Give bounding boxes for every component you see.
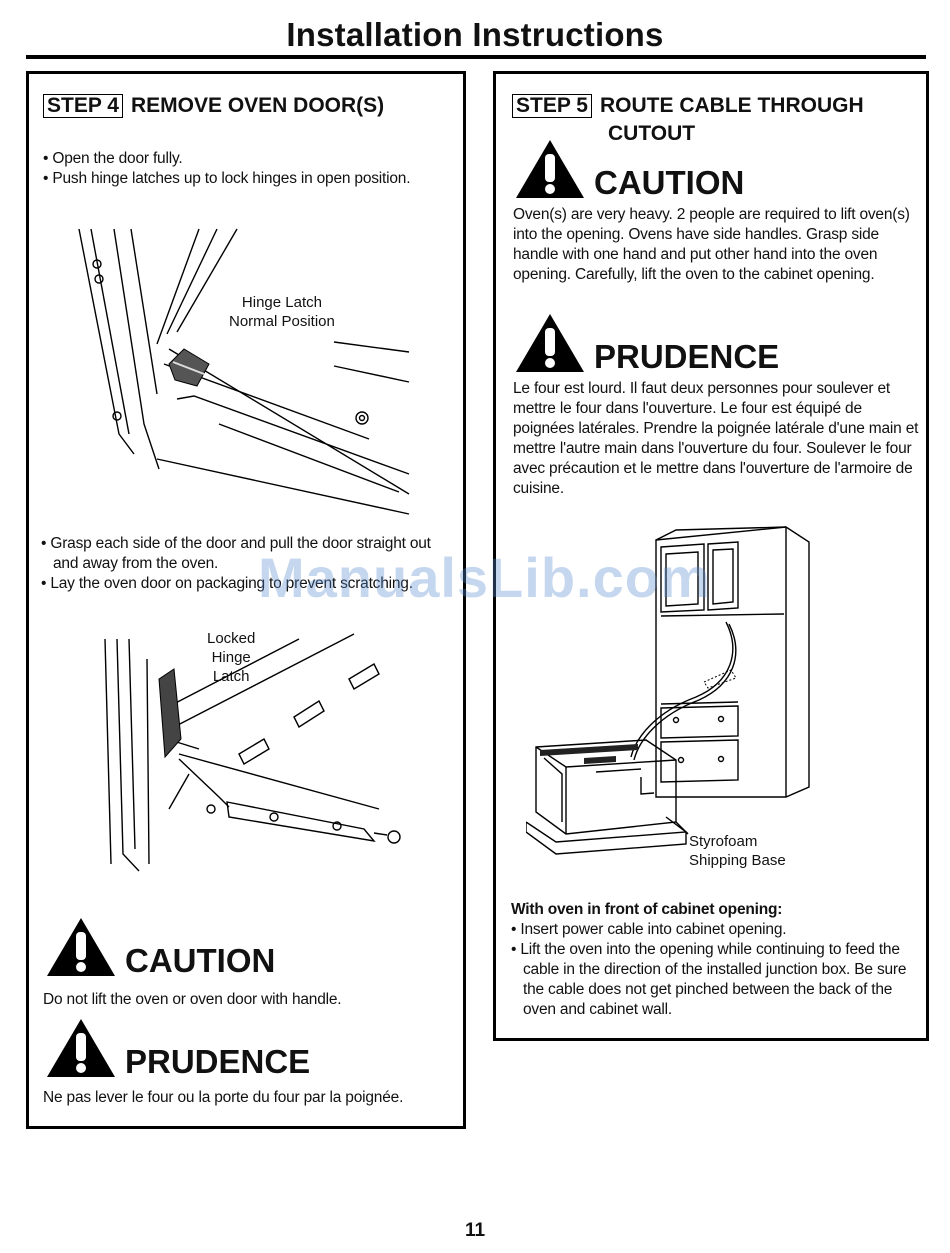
page-number: 11	[464, 1220, 486, 1241]
watermark: ManualsLib.com	[258, 546, 711, 609]
step4-prudence-heading: PRUDENCE	[45, 1017, 310, 1079]
step4-heading: STEP 4 REMOVE OVEN DOOR(S)	[43, 92, 384, 120]
locked-hinge-latch-label: Locked Hinge Latch	[207, 629, 255, 686]
list-item: • Push hinge latches up to lock hinges i…	[43, 170, 411, 187]
step5-heading: STEP 5 ROUTE CABLE THROUGH	[512, 92, 864, 120]
diagram-label-line1: Styrofoam	[689, 833, 758, 850]
step5-caution-heading: CAUTION	[514, 138, 744, 200]
step4-prudence-text: Ne pas lever le four ou la porte du four…	[43, 1089, 404, 1106]
step4-caution-text: Do not lift the oven or oven door with h…	[43, 991, 342, 1008]
page-title: Installation Instructions	[286, 16, 664, 53]
hinge-latch-normal-diagram	[78, 228, 410, 515]
list-item: • Lift the oven into the opening while c…	[511, 941, 907, 1018]
locked-hinge-latch-diagram	[104, 633, 401, 872]
step5-badge: STEP 5	[512, 94, 592, 118]
diagram-label-line2: Shipping Base	[689, 852, 786, 869]
step5-prudence-text: Le four est lourd. Il faut deux personne…	[513, 380, 919, 497]
step5-panel: STEP 5 ROUTE CABLE THROUGH CUTOUT CAUTION…	[493, 71, 929, 1041]
list-item: • Insert power cable into cabinet openin…	[511, 921, 787, 938]
step4-panel: STEP 4 REMOVE OVEN DOOR(S) • Open the doo…	[26, 71, 466, 1129]
warning-triangle-icon	[47, 918, 115, 976]
step4-badge: STEP 4	[43, 94, 123, 118]
diagram2-label-line1: Locked	[207, 630, 256, 647]
step5-subhead: With oven in front of cabinet opening:	[511, 901, 783, 918]
styrofoam-label: Styrofoam Shipping Base	[689, 832, 786, 870]
caution-word: CAUTION	[125, 942, 276, 979]
cabinet-oven-diagram	[526, 526, 810, 855]
hinge-latch-normal-label: Hinge Latch Normal Position	[229, 293, 335, 331]
prudence-word: PRUDENCE	[125, 1043, 311, 1080]
step4-title: REMOVE OVEN DOOR(S)	[130, 94, 385, 117]
step5-caution-text: Oven(s) are very heavy. 2 people are req…	[513, 206, 910, 283]
step4-caution-heading: CAUTION	[45, 916, 275, 978]
title-rule	[26, 55, 926, 59]
diagram2-label-line2: Hinge	[211, 649, 251, 666]
list-item: • Lay the oven door on packaging to prev…	[41, 575, 413, 592]
step5-title-line2: CUTOUT	[608, 122, 696, 145]
warning-triangle-icon	[516, 140, 584, 198]
warning-triangle-icon	[47, 1019, 115, 1077]
caution-word: CAUTION	[594, 164, 745, 201]
step5-title-line1: ROUTE CABLE THROUGH	[599, 94, 864, 117]
list-item: • Open the door fully.	[43, 150, 183, 167]
diagram1-label-line2: Normal Position	[229, 313, 335, 330]
list-item: • Grasp each side of the door and pull t…	[41, 535, 431, 572]
diagram2-label-line3: Latch	[212, 668, 250, 685]
step4-bullets-b: • Grasp each side of the door and pull t…	[41, 534, 453, 594]
step5-prudence-heading: PRUDENCE	[514, 312, 779, 374]
step5-bullets: • Insert power cable into cabinet openin…	[511, 920, 921, 1020]
step4-bullets-a: • Open the door fully. • Push hinge latc…	[43, 149, 423, 189]
warning-triangle-icon	[516, 314, 584, 372]
prudence-word: PRUDENCE	[594, 338, 780, 375]
diagram1-label-line1: Hinge Latch	[241, 294, 322, 311]
